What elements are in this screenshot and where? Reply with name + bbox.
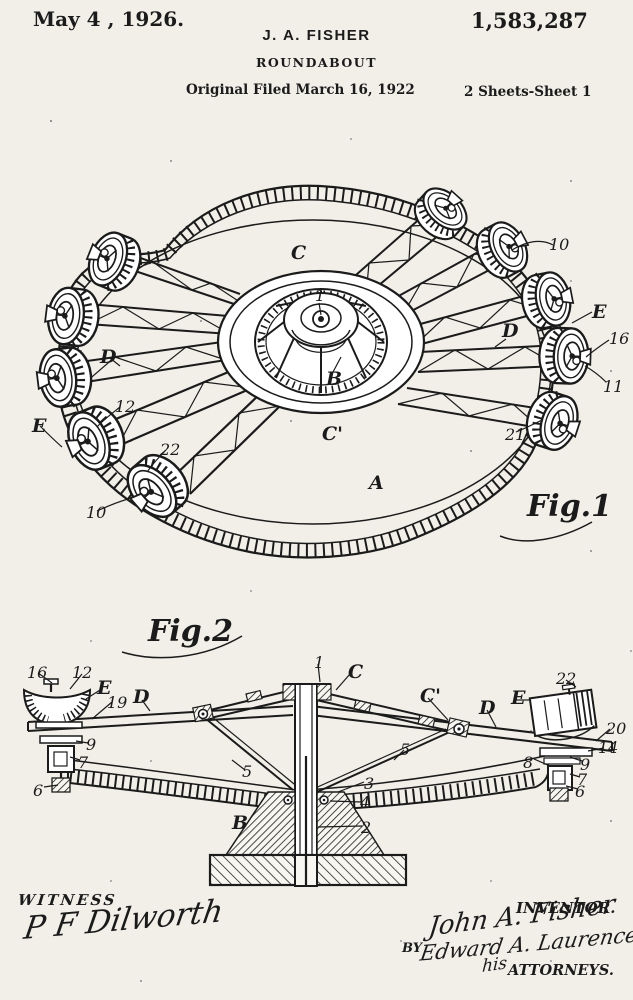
- fig1-ref-label-C': C': [322, 423, 343, 445]
- fig2-ref-label-7: 7: [78, 753, 89, 772]
- fig2-ref-label-7: 7: [577, 770, 588, 789]
- fig2-ref-label-D: D: [132, 686, 150, 708]
- fig2-ref-label-5: 5: [242, 762, 252, 781]
- patent-number: 1,583,287: [471, 8, 588, 33]
- fig2-ref-label-22: 22: [555, 669, 576, 688]
- by-label: BY: [402, 941, 423, 956]
- fig2-caption: Fig.2: [147, 614, 233, 649]
- fig1-ref-label-B: B: [325, 368, 342, 390]
- fig1-ref-label-10: 10: [86, 503, 106, 522]
- filing-line: Original Filed March 16, 1922: [186, 82, 415, 98]
- fig1-caption: Fig.1: [526, 489, 612, 524]
- fig1-leaders: [39, 240, 610, 512]
- fig1-ref-label-1: 1: [315, 286, 325, 305]
- attorneys-label: ATTORNEYS.: [508, 962, 614, 979]
- paper-speckle: [50, 120, 52, 122]
- fig2-leaders: [37, 663, 611, 828]
- patent-date: May 4 , 1926.: [33, 7, 185, 31]
- invention-title: ROUNDABOUT: [255, 55, 378, 70]
- fig2-right-car: [528, 683, 598, 802]
- fig1-ref-label-E: E: [591, 301, 607, 323]
- fig2-ref-label-8: 8: [523, 753, 533, 772]
- fig2-left-car: [22, 678, 92, 793]
- fig2-ref-label-C': C': [420, 685, 441, 707]
- fig2-ref-label-3: 3: [364, 774, 374, 793]
- fig2-ref-label-6: 6: [575, 782, 585, 801]
- fig1-ref-label-10: 10: [549, 235, 569, 254]
- sheet-line: 2 Sheets-Sheet 1: [464, 84, 592, 100]
- fig2-ref-label-20: 20: [605, 719, 626, 738]
- fig1-ref-label-22: 22: [159, 440, 180, 459]
- fig2-ref-label-14: 14: [598, 738, 618, 757]
- fig1-ref-label-A: A: [367, 472, 384, 494]
- fig2-ref-label-9: 9: [580, 755, 590, 774]
- fig2-ref-label-D: D: [478, 697, 496, 719]
- fig1-ref-label-11: 11: [603, 377, 623, 396]
- fig2-ref-label-C: C: [348, 661, 363, 683]
- fig1-ref-label-D: D: [99, 346, 117, 368]
- fig1-ref-label-D: D: [501, 320, 519, 342]
- fig2-ref-label-1: 1: [314, 653, 324, 672]
- fig2-ref-label-6: 6: [33, 781, 43, 800]
- inventor-heading: INVENTOR.: [516, 899, 616, 917]
- fig1-ref-label-E: E: [31, 415, 47, 437]
- fig1-ref-label-12: 12: [115, 397, 135, 416]
- fig1-ref-label-C: C: [291, 242, 306, 264]
- fig2-ref-label-4: 4: [359, 793, 370, 812]
- fig2-ref-label-E: E: [510, 687, 526, 709]
- fig1-ref-label-21: 21: [504, 425, 525, 444]
- fig2-ref-label-19: 19: [107, 693, 127, 712]
- fig2-ref-label-E: E: [96, 677, 112, 699]
- fig2-ref-label-B: B: [231, 812, 248, 834]
- inventor-name-heading: J. A. FISHER: [262, 27, 371, 44]
- fig2-ref-label-16: 16: [27, 663, 47, 682]
- fig1-ref-label-16: 16: [609, 329, 629, 348]
- fig2-ref-label-9: 9: [86, 735, 96, 754]
- fig2-ref-label-12: 12: [72, 663, 92, 682]
- fig2-ref-label-2: 2: [360, 818, 371, 837]
- his-label: his: [481, 953, 508, 977]
- fig2-ref-label-5: 5: [400, 740, 410, 759]
